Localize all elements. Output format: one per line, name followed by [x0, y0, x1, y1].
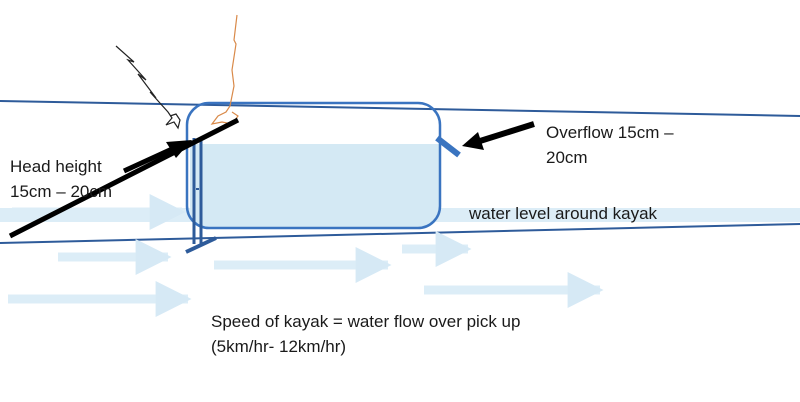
tank-water [190, 144, 440, 228]
water-flow-arrows [8, 194, 604, 317]
speed-label-line1: Speed of kayak = water flow over pick up [211, 312, 520, 331]
sketch-scribble-black [115, 45, 181, 130]
pickup-pipe [185, 138, 217, 254]
tank-outline [185, 101, 442, 230]
overflow-label-line2: 20cm [546, 148, 588, 167]
overflow-label-line1: Overflow 15cm – [546, 123, 674, 142]
overflow-spout [435, 135, 461, 158]
water-level-label: water level around kayak [468, 204, 658, 223]
overflow-pointer [462, 121, 535, 150]
head-height-label-line2: 15cm – 20cm [10, 182, 112, 201]
sketch-scribble-orange [210, 14, 239, 125]
speed-label-line2: (5km/hr- 12km/hr) [211, 337, 346, 356]
head-height-label-line1: Head height [10, 157, 102, 176]
head-height-pointer [8, 117, 240, 239]
hull-bottom-line [0, 223, 800, 244]
hull-top-line [0, 100, 800, 117]
